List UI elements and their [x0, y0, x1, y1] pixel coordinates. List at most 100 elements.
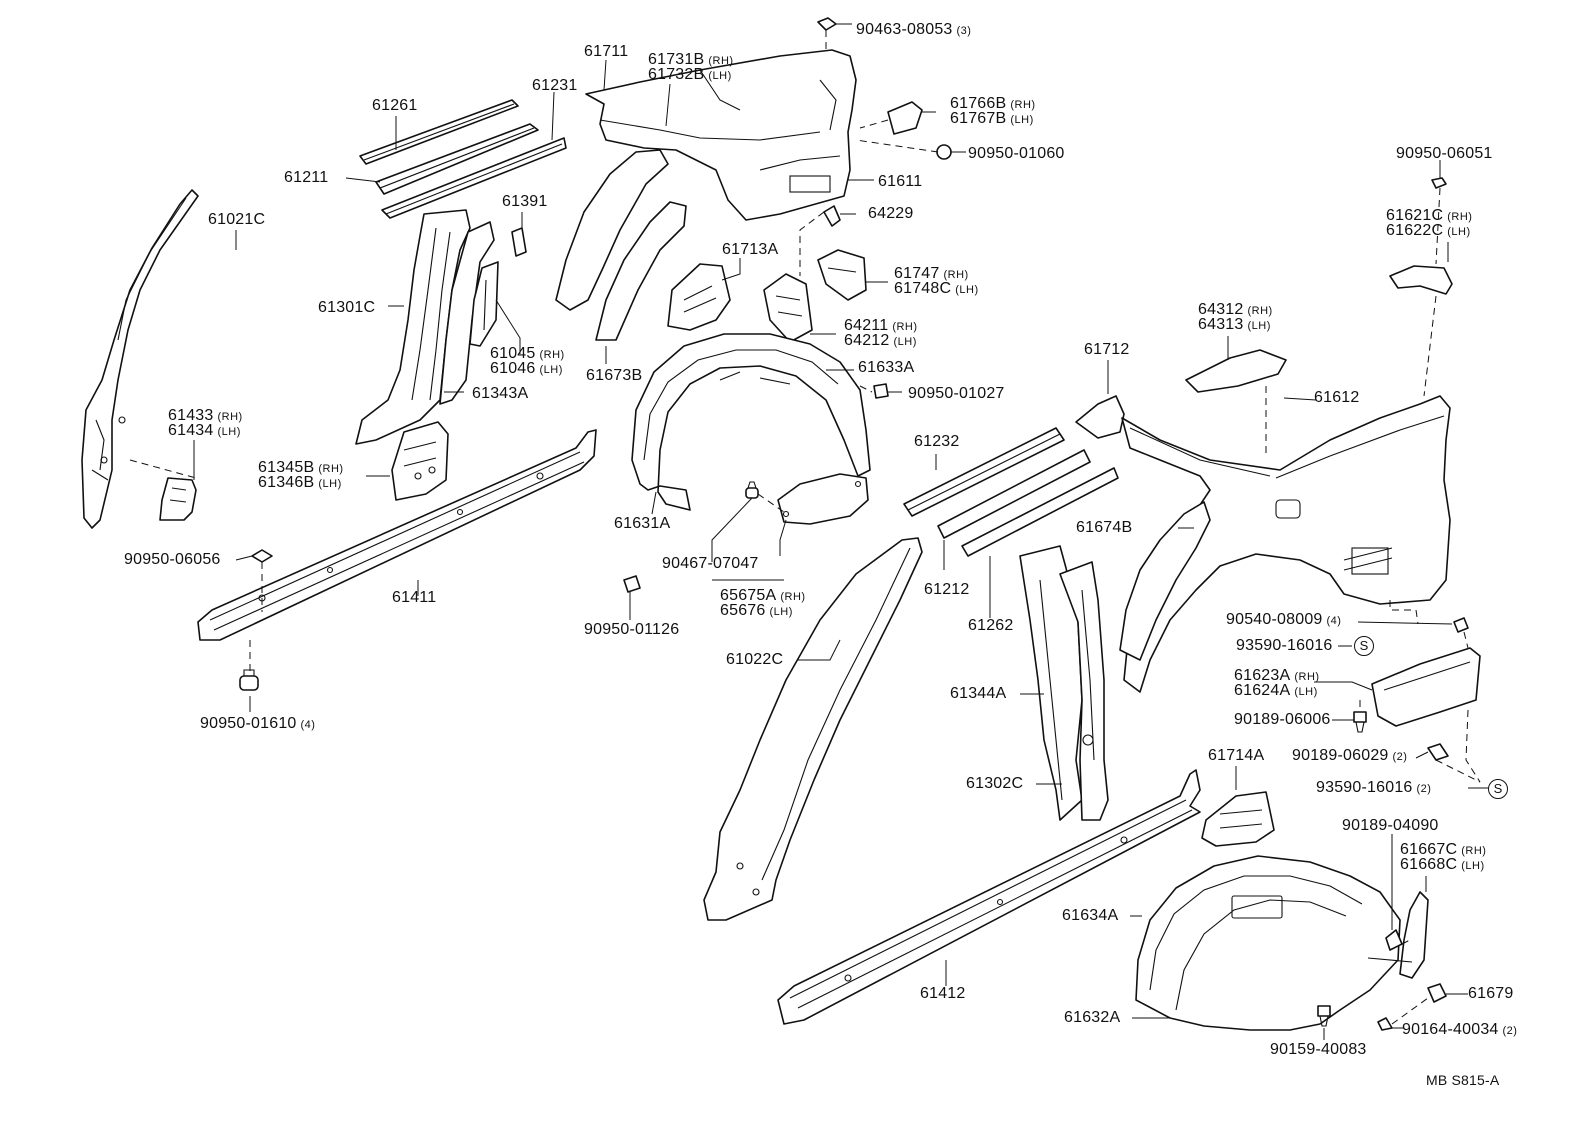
bracket-61714a — [1201, 791, 1275, 847]
part-label-p61021: 61021C — [208, 212, 265, 228]
part-label-p90950_01126: 90950-01126 — [584, 622, 679, 638]
part-number: 61711 — [584, 43, 629, 60]
bracket-61667c — [1367, 891, 1429, 979]
assembly-dash-lines — [129, 30, 1481, 1025]
part-number: 64211 — [844, 317, 889, 334]
part-number: 61021C — [208, 211, 266, 228]
part-label-p90467: 90467-07047 — [662, 556, 759, 572]
part-number: 61612 — [1314, 389, 1360, 406]
front-pillar-61021c — [81, 189, 199, 529]
bracket-64211 — [763, 273, 813, 343]
part-number: 90950-01126 — [584, 621, 680, 638]
plug-90950-01610 — [239, 669, 259, 691]
wheel-arch-61673b — [555, 149, 687, 341]
part-number: 90950-01060 — [968, 145, 1065, 162]
cover-65675a — [777, 473, 869, 525]
part-label-p61667-0: 61667C(RH) — [1400, 842, 1486, 859]
part-number: 61391 — [502, 193, 548, 210]
part-label-p61623-1: 61624A(LH) — [1234, 683, 1318, 700]
part-label-p90950_06051: 90950-06051 — [1396, 146, 1493, 162]
part-label-p90950_06056: 90950-06056 — [124, 552, 221, 568]
part-label-p65675-1: 65676(LH) — [720, 603, 793, 620]
part-number: 90164-40034 — [1402, 1021, 1499, 1038]
symbol-s-b: S — [1488, 779, 1508, 799]
part-number: 90950-06056 — [124, 551, 221, 568]
part-number: 61668C — [1400, 856, 1458, 873]
part-suffix: (RH) — [1294, 671, 1320, 683]
plug-90540-08009 — [1453, 617, 1469, 633]
part-suffix: (RH) — [943, 269, 969, 281]
part-suffix: (LH) — [539, 364, 563, 376]
part-number: 61624A — [1234, 682, 1291, 699]
part-number: 61212 — [924, 581, 970, 598]
part-number: 61232 — [914, 433, 960, 450]
part-suffix: (LH) — [318, 478, 342, 490]
part-number: 61621C — [1386, 207, 1444, 224]
part-suffix: (LH) — [217, 426, 241, 438]
part-label-p61211: 61211 — [284, 170, 328, 186]
part-suffix: (4) — [300, 719, 316, 731]
part-label-p61747-0: 61747(RH) — [894, 266, 969, 283]
part-suffix: (LH) — [955, 284, 979, 296]
screw-90159-40083 — [1317, 1005, 1331, 1027]
part-number: 61611 — [878, 173, 923, 190]
roof-rail-61212 — [937, 449, 1091, 539]
part-number: 61211 — [284, 169, 329, 186]
part-suffix: (LH) — [1247, 320, 1271, 332]
part-number: 64229 — [868, 205, 914, 222]
part-label-p61632: 61632A — [1064, 1010, 1120, 1026]
part-label-p90189_06029: 90189-06029(2) — [1292, 748, 1407, 765]
part-number: 93590-16016 — [1316, 779, 1413, 796]
plug-90950-01027 — [873, 383, 889, 399]
panel-61674b — [1119, 501, 1211, 661]
part-label-p61621-1: 61622C(LH) — [1386, 223, 1471, 240]
part-number: 61346B — [258, 474, 315, 491]
part-label-p61612: 61612 — [1314, 390, 1360, 406]
part-number: 90189-06029 — [1292, 747, 1389, 764]
bracket-61713a — [667, 263, 731, 331]
part-label-p61713: 61713A — [722, 242, 778, 258]
part-label-p61766-1: 61767B(LH) — [950, 111, 1034, 128]
part-suffix: (RH) — [780, 591, 806, 603]
part-suffix: (LH) — [1010, 114, 1034, 126]
part-label-p61343: 61343A — [472, 386, 528, 402]
part-label-p90189_04090: 90189-04090 — [1342, 818, 1439, 834]
part-number: 65675A — [720, 587, 777, 604]
part-label-p90950_01060: 90950-01060 — [968, 146, 1065, 162]
part-number: 90950-01027 — [908, 385, 1005, 402]
screw-90189-06006 — [1353, 711, 1367, 733]
part-label-p64211-1: 64212(LH) — [844, 333, 917, 350]
part-label-p64211-0: 64211(RH) — [844, 318, 918, 335]
reinforcement-61045 — [469, 261, 499, 347]
part-number: 61674B — [1076, 519, 1133, 536]
part-number: 61343A — [472, 385, 529, 402]
part-label-p61345-1: 61346B(LH) — [258, 475, 342, 492]
part-number: 61302C — [966, 775, 1024, 792]
roof-rail-61231 — [381, 137, 567, 219]
part-number: 93590-16016 — [1236, 637, 1333, 654]
part-number: 61713A — [722, 241, 779, 258]
part-number: 90467-07047 — [662, 555, 759, 572]
part-label-p61673: 61673B — [586, 368, 642, 384]
part-number: 90463-08053 — [856, 21, 953, 38]
part-label-p61433-1: 61434(LH) — [168, 423, 241, 440]
part-suffix: (RH) — [217, 411, 243, 423]
part-label-p61731-1: 61732B(LH) — [648, 67, 732, 84]
part-number: 61712 — [1084, 341, 1130, 358]
part-label-p61714: 61714A — [1208, 748, 1264, 764]
part-label-p61731-0: 61731B(RH) — [648, 52, 734, 69]
part-suffix: (LH) — [1294, 686, 1318, 698]
part-label-p61631: 61631A — [614, 516, 670, 532]
part-label-p61045-0: 61045(RH) — [490, 346, 565, 363]
part-label-p61411: 61411 — [392, 590, 436, 606]
plug-90950-06051 — [1431, 177, 1447, 189]
roof-rail-61211 — [375, 123, 539, 195]
part-label-p61301: 61301C — [318, 300, 375, 316]
part-label-p61262: 61262 — [968, 618, 1014, 634]
pillar-61022c — [703, 537, 923, 921]
part-label-p90159: 90159-40083 — [1270, 1042, 1367, 1058]
part-label-p61232: 61232 — [914, 434, 960, 450]
bracket-61766b — [887, 101, 923, 135]
part-suffix: (RH) — [1461, 845, 1487, 857]
